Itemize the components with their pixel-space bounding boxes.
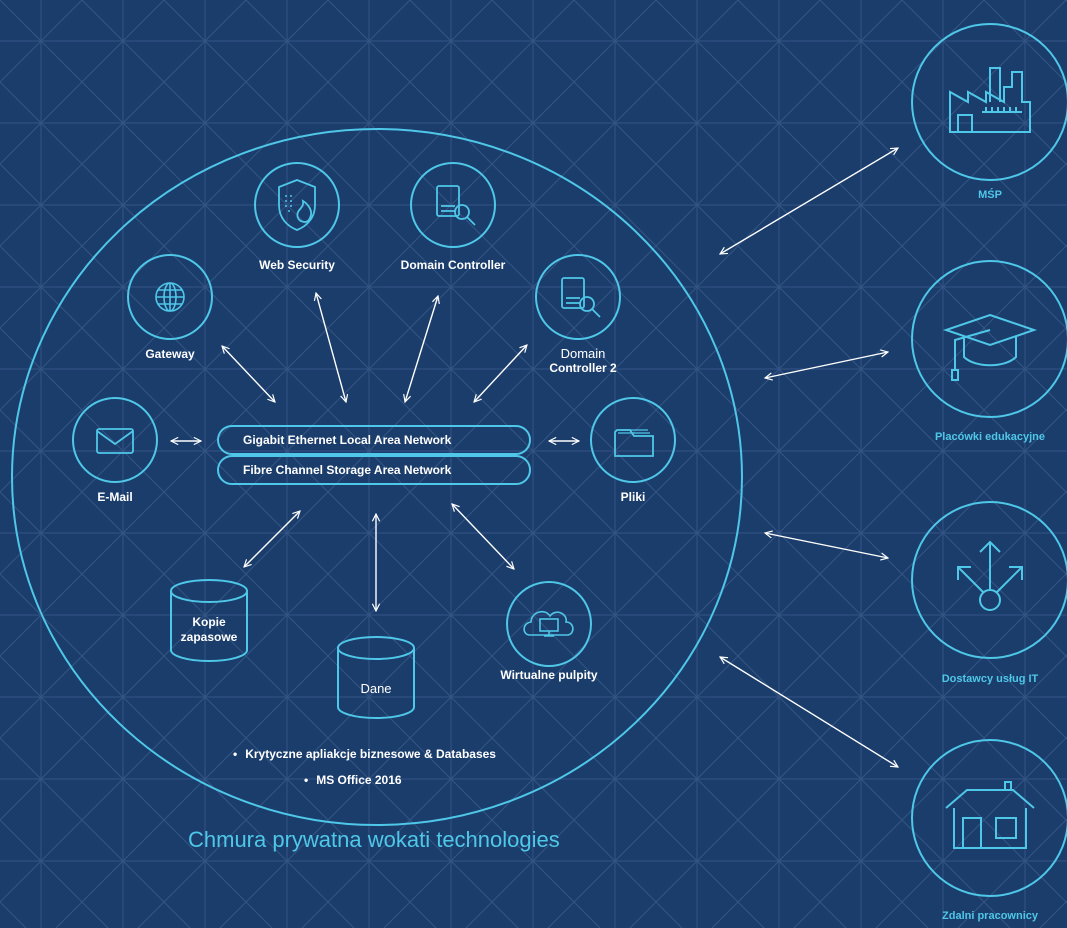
client-it-providers-node: [911, 501, 1067, 659]
arrow-gateway: [222, 346, 275, 402]
house-icon: [945, 781, 1035, 849]
private-cloud-circle: [11, 128, 743, 826]
branching-arrows-icon: [957, 540, 1023, 611]
client-msp-label: MŚP: [978, 189, 1002, 201]
backups-label-line2: zapasowe: [180, 630, 238, 644]
client-remote-workers-label: Zdalni pracownicy: [942, 910, 1038, 922]
backups-label-line1: Kopie: [192, 615, 226, 629]
folder-icon: [614, 429, 654, 457]
san-bar: [217, 455, 531, 485]
client-remote-workers-node: [911, 739, 1067, 897]
arrow-client-msp: [720, 148, 898, 254]
domain-controller-2-label-line1: Domain: [560, 346, 606, 361]
shield-fire-icon: [278, 179, 316, 231]
cloud-title: Chmura prywatna wokati technologies: [188, 827, 560, 852]
arrow-client-education: [765, 352, 888, 378]
arrow-backups: [244, 511, 300, 567]
arrow-client-remote-workers: [720, 657, 898, 767]
gateway-label: Gateway: [145, 347, 195, 361]
arrow-domain-controller: [405, 296, 438, 402]
files-label: Pliki: [620, 490, 646, 504]
domain-controller-node: [410, 162, 496, 248]
arrow-web-security: [316, 293, 346, 402]
server-search-icon: [561, 277, 601, 318]
client-msp-node: [911, 23, 1067, 181]
lan-bar: [217, 425, 531, 455]
bullet-item-1: Krytyczne apliakcje biznesowe & Database…: [233, 747, 496, 761]
web-security-label: Web Security: [259, 258, 335, 272]
globe-icon: [155, 282, 185, 312]
domain-controller-2-label-line2: Controller 2: [549, 361, 617, 375]
web-security-node: [254, 162, 340, 248]
graduation-cap-icon: [942, 313, 1038, 381]
gateway-node: [127, 254, 213, 340]
domain-controller-label: Domain Controller: [400, 258, 506, 272]
backups-label: Kopie zapasowe: [171, 615, 247, 645]
domain-controller-2-node: [535, 254, 621, 340]
arrow-domain-controller-2: [474, 345, 527, 402]
data-label: Dane: [360, 681, 392, 696]
email-node: [72, 397, 158, 483]
lan-label: Gigabit Ethernet Local Area Network: [243, 433, 452, 447]
virtual-desktops-node: [506, 581, 592, 667]
envelope-icon: [96, 428, 134, 454]
client-education-label: Placówki edukacyjne: [934, 431, 1046, 443]
client-it-providers-label: Dostawcy usług IT: [941, 673, 1039, 685]
server-search-icon: [436, 185, 476, 226]
san-label: Fibre Channel Storage Area Network: [243, 463, 452, 477]
data-database-icon: [337, 636, 415, 719]
connection-arrows: [171, 148, 898, 767]
cloud-monitor-icon: [523, 610, 574, 637]
client-education-node: [911, 260, 1067, 418]
bullet-item-2: MS Office 2016: [304, 773, 401, 787]
virtual-desktops-label: Wirtualne pulpity: [500, 668, 598, 682]
arrow-virtual-desktops: [452, 504, 514, 569]
files-node: [590, 397, 676, 483]
backups-database-icon: [170, 579, 248, 662]
arrow-client-it-providers: [765, 533, 888, 558]
factory-icon: [949, 67, 1031, 133]
domain-controller-2-label: Domain Controller 2: [538, 346, 628, 376]
email-label: E-Mail: [97, 490, 133, 504]
